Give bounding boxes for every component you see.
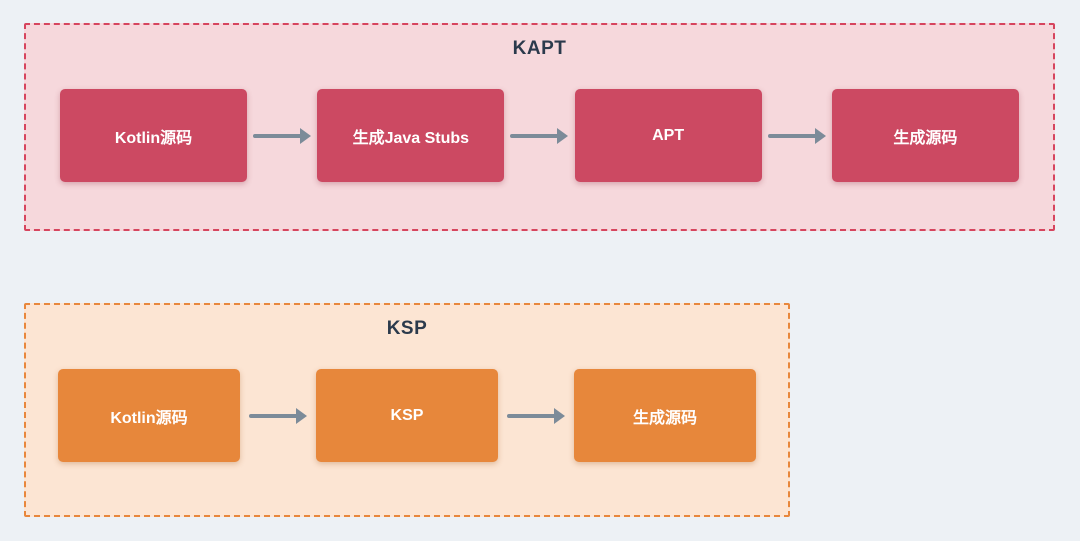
kapt-group-title: KAPT — [512, 38, 567, 59]
ksp-flow-row: Kotlin源码 KSP 生成源码 — [58, 369, 756, 462]
arrow-right-icon — [510, 127, 569, 144]
kapt-group: KAPT Kotlin源码 生成Java Stubs APT 生成源码 — [24, 23, 1055, 231]
arrow-right-icon — [767, 127, 826, 144]
kapt-node-kotlin-source: Kotlin源码 — [60, 89, 247, 182]
arrow-right-icon — [253, 127, 312, 144]
kapt-node-generate-source: 生成源码 — [831, 89, 1019, 182]
ksp-node-generate-source: 生成源码 — [574, 369, 756, 462]
kapt-node-apt: APT — [574, 89, 762, 182]
arrow-right-icon — [507, 407, 565, 424]
ksp-group: KSP Kotlin源码 KSP 生成源码 — [24, 303, 790, 517]
kapt-flow-row: Kotlin源码 生成Java Stubs APT 生成源码 — [60, 89, 1019, 182]
ksp-node-kotlin-source: Kotlin源码 — [58, 369, 240, 462]
ksp-group-title: KSP — [386, 318, 428, 339]
kapt-node-generate-java-stubs: 生成Java Stubs — [317, 89, 505, 182]
arrow-right-icon — [249, 407, 307, 424]
ksp-node-ksp: KSP — [316, 369, 498, 462]
